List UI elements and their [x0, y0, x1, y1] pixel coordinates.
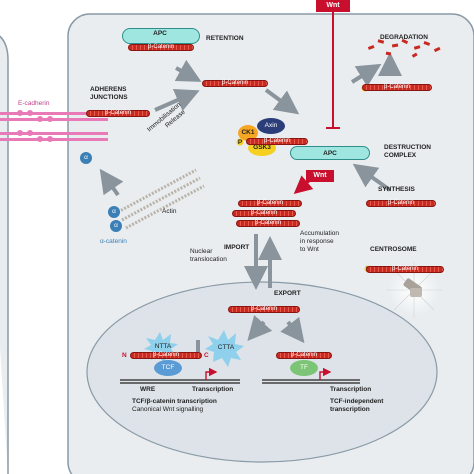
bcat-degradation-rod	[362, 84, 432, 91]
tcf-blob	[154, 360, 182, 376]
alpha-catenin-3	[110, 220, 122, 232]
alpha-symbol-1: α	[84, 154, 88, 161]
ntta-label: NTTA	[154, 343, 172, 350]
heading-retention: RETENTION	[206, 35, 244, 42]
bcat-accum-text-2: β-Catenin	[250, 210, 278, 216]
bcat-accum-text-1: β-Catenin	[256, 200, 284, 206]
bcat-accum-text-3: β-Catenin	[254, 220, 282, 226]
heading-centrosome: CENTROSOME	[370, 246, 417, 253]
ctta-label: CTTA	[217, 344, 235, 351]
ctta-burst	[205, 330, 244, 367]
bcat-synthesis-rod	[366, 200, 436, 207]
ecadherin-bars	[0, 110, 108, 142]
heading-destruction-2: COMPLEX	[384, 152, 417, 159]
heading-degradation: DEGRADATION	[380, 34, 428, 41]
degradation-fragments	[367, 38, 441, 58]
bcat-retention-text: β-Catenin	[147, 44, 175, 50]
bcat-tcf-text: β-Catenin	[152, 352, 180, 358]
bcat-synthesis-text: β-Catenin	[387, 200, 415, 206]
neighbour-cell	[0, 35, 9, 474]
note-accum-1: Accumulation	[300, 230, 340, 237]
gsk3-label: GSK3	[253, 144, 271, 151]
heading-synthesis: SYNTHESIS	[378, 186, 415, 193]
c-terminus-label: C	[204, 352, 209, 359]
apc-retention-pill	[122, 28, 200, 44]
bcat-degradation-text: β-Catenin	[383, 84, 411, 90]
phospho-label-1: P	[237, 139, 243, 146]
axin	[257, 118, 285, 134]
bcat-accum-rod-3	[236, 220, 300, 227]
bcat-junction-rod	[86, 110, 150, 117]
bcat-destruction-text: β-Catenin	[263, 138, 291, 144]
wre-label: WRE	[140, 386, 156, 393]
caption-right-2: transcription	[330, 406, 370, 413]
tf-blob	[290, 360, 318, 376]
note-transcription-right: Transcription	[330, 386, 372, 393]
apc-complex-label: APC	[323, 150, 337, 157]
caption-left-1: TCF/β-catenin transcription	[132, 398, 217, 405]
note-accum-2: in response	[300, 238, 334, 245]
actin-filaments	[117, 168, 205, 230]
heading-adherens-1: ADHERENS	[90, 86, 127, 93]
heading-adherens-2: JUNCTIONS	[90, 94, 128, 101]
heading-import: IMPORT	[224, 244, 250, 251]
bcat-nuclear-rod	[228, 306, 300, 313]
wnt-arrow-label: Wnt	[313, 172, 327, 179]
bcat-centrosome-rod	[366, 266, 444, 273]
bcat-tf-text: β-Catenin	[290, 352, 318, 358]
alpha-symbol-3: α	[114, 222, 118, 229]
wnt-box	[316, 0, 350, 12]
bcat-junction-text: β-Catenin	[104, 110, 132, 116]
apc-retention-label: APC	[153, 30, 167, 37]
bcat-release-rod	[202, 80, 268, 87]
bcat-centrosome-text: β-Catenin	[391, 266, 419, 272]
actin-label: Actin	[162, 208, 177, 215]
wnt-top-label: Wnt	[326, 2, 340, 9]
n-terminus-label: N	[122, 352, 127, 359]
caption-right-1: TCF-independent	[330, 398, 384, 405]
caption-left-2: Canonical Wnt signalling	[132, 406, 204, 413]
alpha-catenin-label: α-catenin	[100, 238, 127, 245]
axin-label: Axin	[264, 122, 278, 129]
ck1-label: CK1	[241, 129, 255, 136]
alpha-catenin-1	[80, 152, 92, 164]
bcat-accum-rod-1	[238, 200, 302, 207]
bcat-nuclear-text: β-Catenin	[250, 306, 278, 312]
bcat-tcf-rod	[130, 352, 202, 359]
bcat-destruction-rod	[246, 138, 308, 145]
bcat-accum-rod-2	[232, 210, 296, 217]
apc-complex-pill	[290, 146, 370, 160]
bcat-tf-rod	[276, 352, 332, 359]
note-nuclear-1: Nuclear	[190, 248, 213, 255]
note-transcription-left: Transcription	[192, 386, 234, 393]
bcat-retention-rod	[128, 44, 194, 51]
heading-export: EXPORT	[274, 290, 301, 297]
ck1	[238, 125, 258, 141]
alpha-symbol-2: α	[112, 208, 116, 215]
tf-label: TF	[300, 364, 308, 371]
heading-destruction-1: DESTRUCTION	[384, 144, 431, 151]
note-accum-3: to Wnt	[300, 246, 319, 253]
note-nuclear-2: translocation	[190, 256, 227, 263]
tcf-label: TCF	[161, 364, 175, 371]
ecadherin-label: E-cadherin	[18, 100, 50, 107]
bcat-release-text: β-Catenin	[221, 80, 249, 86]
alpha-catenin-2	[108, 206, 120, 218]
